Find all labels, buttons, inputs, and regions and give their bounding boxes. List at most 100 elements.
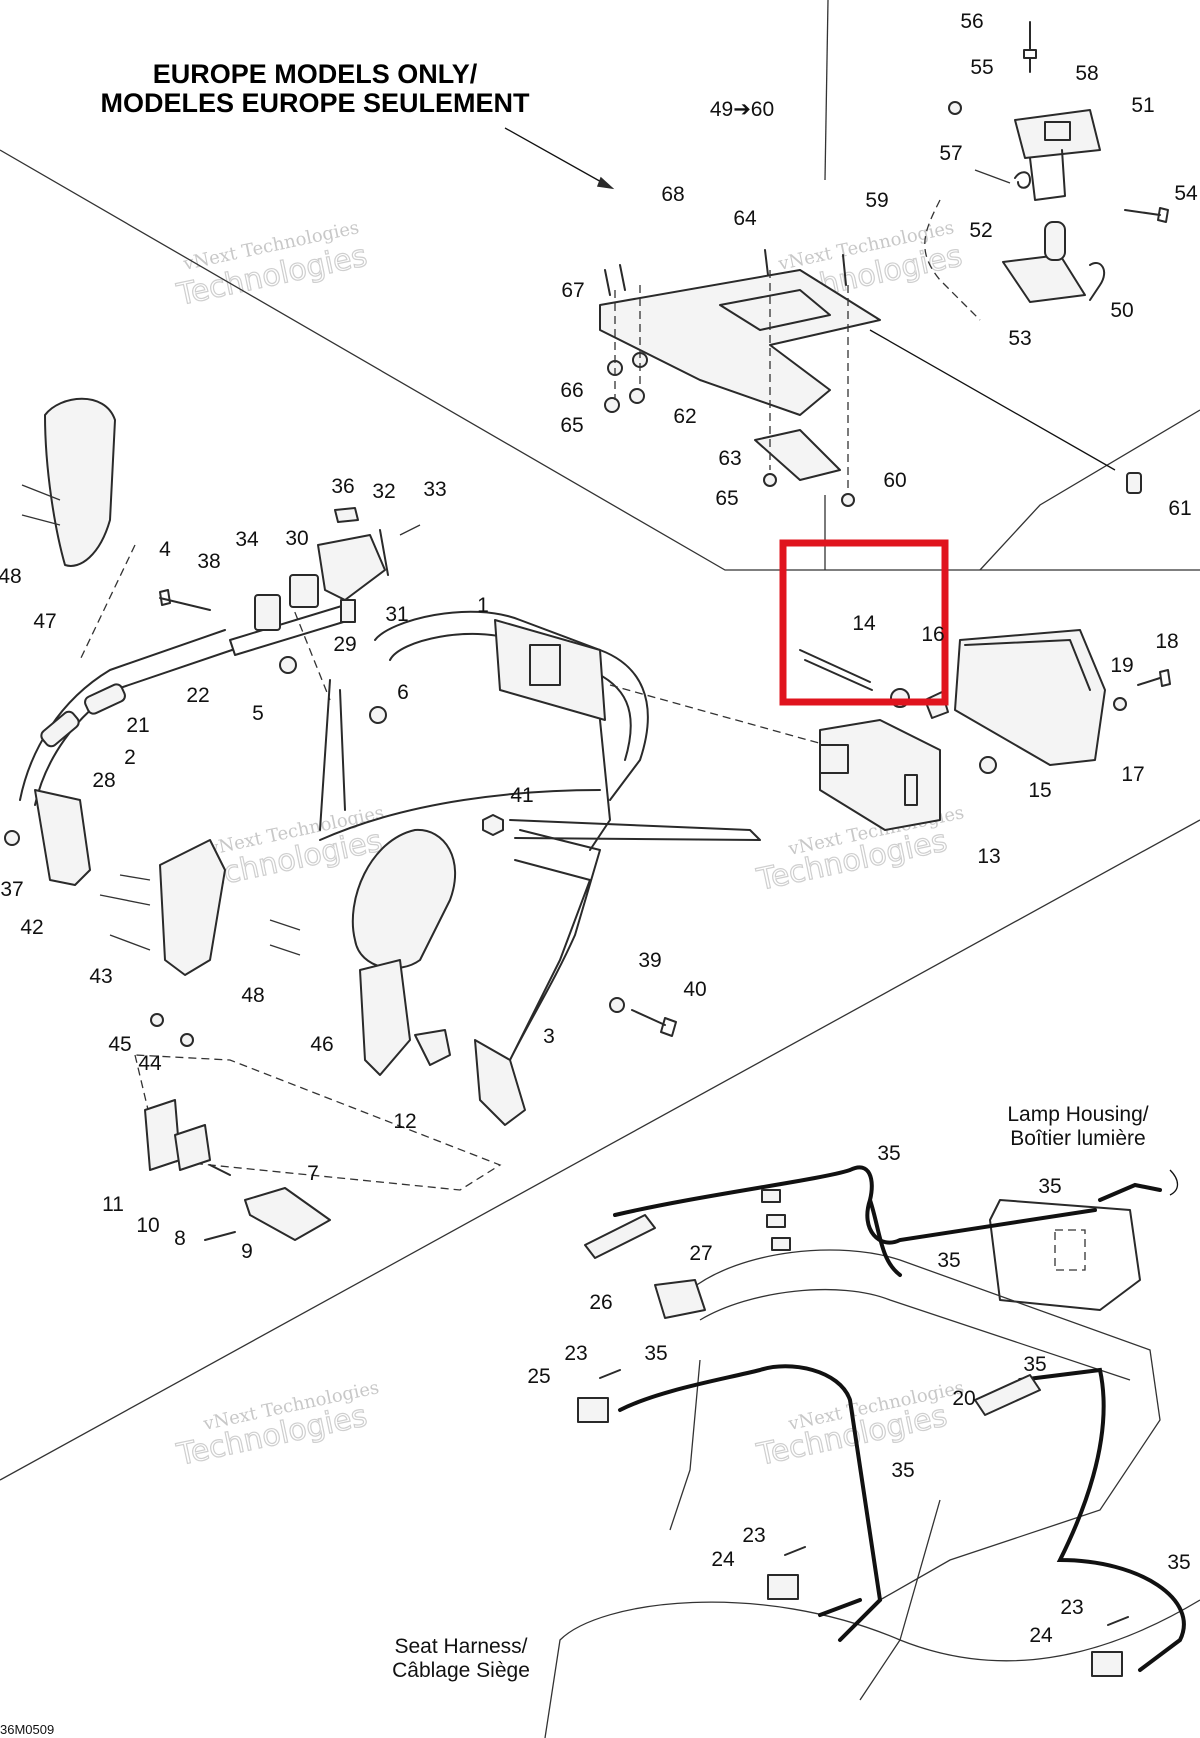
switch-icon <box>654 1279 706 1319</box>
mounting-plate <box>599 269 881 416</box>
section-divider-line <box>0 149 1200 571</box>
hitch-post <box>1044 221 1066 261</box>
spring-icon <box>340 599 356 623</box>
callout-32: 32 <box>372 480 395 503</box>
rivet-icon <box>21 484 61 526</box>
seat-harness-label: Seat Harness/ <box>394 1635 527 1658</box>
lamp-window <box>819 744 849 774</box>
callout-47: 47 <box>33 610 56 633</box>
handle-guard <box>44 397 116 567</box>
nut-icon <box>180 1033 194 1047</box>
callout-6: 6 <box>397 681 409 704</box>
section-divider-line <box>979 409 1200 571</box>
leader-line <box>869 329 1116 471</box>
small-plate <box>754 429 841 481</box>
title-line-1: EUROPE MODELS ONLY/ <box>153 59 478 89</box>
callout-4: 4 <box>159 538 171 561</box>
callout-46: 46 <box>310 1033 333 1056</box>
callout-19: 19 <box>1110 654 1133 677</box>
bracket-arm <box>1029 149 1066 201</box>
alignment-line <box>614 270 849 495</box>
label-icon <box>334 507 359 523</box>
callout-65: 65 <box>560 414 583 437</box>
callout-41: 41 <box>510 784 533 807</box>
callout-26: 26 <box>589 1291 612 1314</box>
pin-icon <box>1023 21 1037 73</box>
callout-24b: 24 <box>1029 1624 1053 1647</box>
washer-icon <box>150 1013 164 1027</box>
frame-leg <box>319 679 611 851</box>
rack-backrest <box>989 1199 1141 1311</box>
section-divider-line <box>0 819 1200 1481</box>
callout-3: 3 <box>543 1025 555 1048</box>
callout-5: 5 <box>252 702 264 725</box>
ring-terminal-icon <box>209 1164 231 1176</box>
callout-35d: 35 <box>644 1342 667 1365</box>
callout-21: 21 <box>126 714 149 737</box>
nut-icon <box>482 814 504 836</box>
switch-icon <box>254 594 281 631</box>
callout-52: 52 <box>969 219 992 242</box>
handle-grip <box>40 710 80 748</box>
callout-50: 50 <box>1110 299 1133 322</box>
arrow-head-icon <box>596 176 615 190</box>
callout-18: 18 <box>1155 630 1178 653</box>
callout-61: 61 <box>1168 497 1191 520</box>
callout-57: 57 <box>939 142 962 165</box>
nut-icon <box>841 493 855 507</box>
callout-34: 34 <box>235 528 259 551</box>
callout-48b: 48 <box>241 984 264 1007</box>
callout-35b: 35 <box>1038 1175 1061 1198</box>
callout-29: 29 <box>333 633 356 656</box>
callout-55: 55 <box>970 56 993 79</box>
callout-12: 12 <box>393 1110 416 1133</box>
callout-23b: 23 <box>742 1524 765 1547</box>
backrest-window <box>1054 1229 1086 1271</box>
callouts: 56 55 58 51 54 57 52 50 53 61 49➔60 59 6… <box>0 10 1198 1647</box>
callout-2: 2 <box>124 746 136 769</box>
callout-66: 66 <box>560 379 583 402</box>
bolt-icon <box>604 249 847 296</box>
screw-icon <box>1137 669 1171 687</box>
callout-45: 45 <box>108 1033 131 1056</box>
callout-35g: 35 <box>1167 1551 1190 1574</box>
cross-bar <box>229 604 351 656</box>
callout-33: 33 <box>423 478 446 501</box>
long-rod <box>509 819 761 841</box>
notes: Lamp Housing/ Boîtier lumière Seat Harne… <box>0 1103 1149 1737</box>
end-cap-icon <box>4 830 20 846</box>
hitch-bracket <box>1002 254 1086 303</box>
rivet-icon <box>269 919 301 956</box>
nut-icon <box>948 101 962 115</box>
callout-13: 13 <box>977 845 1000 868</box>
tail-lamp-assembly <box>779 539 1171 831</box>
drawing-code: 36M0509 <box>0 1722 54 1737</box>
callout-62: 62 <box>673 405 696 428</box>
cross-bar <box>319 789 601 841</box>
handle-grip <box>84 683 126 715</box>
callout-60: 60 <box>883 469 906 492</box>
callout-67: 67 <box>561 279 584 302</box>
pin-icon <box>599 1369 1129 1626</box>
bolt-icon <box>99 874 151 951</box>
callout-17: 17 <box>1121 763 1144 786</box>
lamp-housing-label: Lamp Housing/ <box>1007 1103 1148 1126</box>
connector-icon <box>767 1574 799 1600</box>
nut-icon <box>979 756 997 774</box>
wire-harness <box>1098 1182 1162 1202</box>
seat-bracket <box>359 959 411 1076</box>
callout-28: 28 <box>92 769 115 792</box>
callout-65b: 65 <box>715 487 738 510</box>
grip-heater-icon <box>974 1374 1041 1416</box>
callout-54: 54 <box>1174 182 1198 205</box>
callout-25: 25 <box>527 1365 550 1388</box>
lamp-lens <box>954 629 1106 766</box>
callout-35e: 35 <box>1023 1353 1046 1376</box>
nut-icon <box>629 388 645 404</box>
callout-24: 24 <box>711 1548 735 1571</box>
connector-icon <box>289 574 319 608</box>
callout-31: 31 <box>385 603 408 626</box>
terminal-icon <box>771 1237 791 1251</box>
callout-68: 68 <box>661 183 684 206</box>
